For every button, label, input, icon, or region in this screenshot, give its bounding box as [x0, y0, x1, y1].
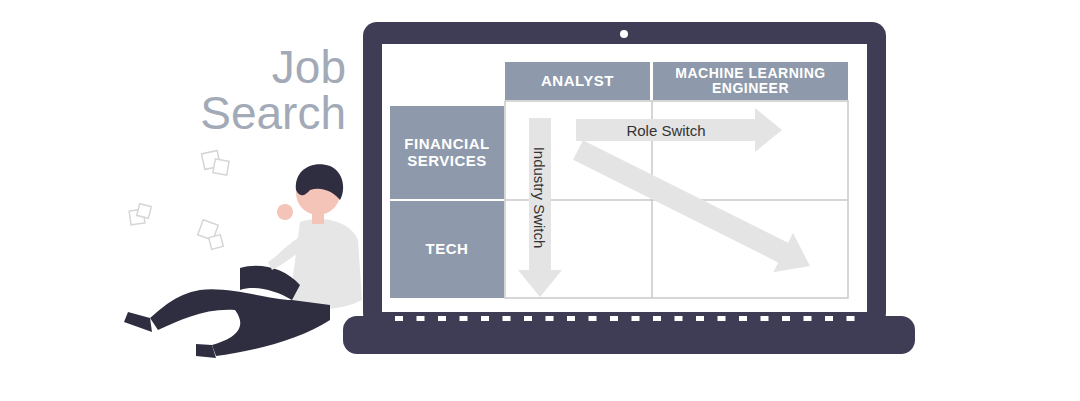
switch-arrows [518, 108, 810, 297]
laptop [343, 22, 915, 354]
row-header: TECH [390, 201, 504, 298]
header-text: TECH [426, 241, 469, 258]
title: Job Search [146, 44, 346, 136]
column-header: ANALYST [505, 62, 650, 100]
header-text: ANALYST [541, 73, 614, 90]
column-header: MACHINE LEARNING ENGINEER [653, 62, 848, 100]
arrow-label: Role Switch [626, 122, 705, 139]
header-text: MACHINE LEARNING ENGINEER [659, 66, 842, 97]
row-header: FINANCIAL SERVICES [390, 106, 504, 199]
arrow-label: Industry Switch [532, 146, 549, 248]
header-text: FINANCIAL SERVICES [396, 136, 498, 169]
table-grid [505, 101, 848, 298]
person-figure [124, 164, 362, 358]
paper-squares [129, 151, 229, 250]
